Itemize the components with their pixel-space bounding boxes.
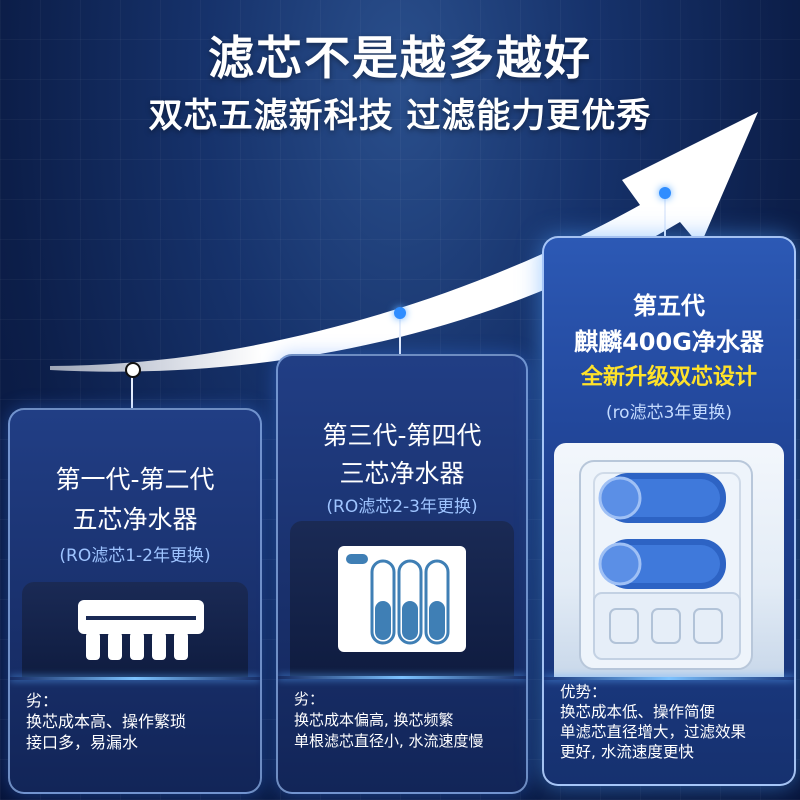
card1-title-line2: 五芯净水器 <box>72 505 198 534</box>
card2-desc-label: 劣： <box>294 690 325 708</box>
card2-desc-line1: 换芯成本偏高, 换芯频繁 <box>294 711 454 729</box>
card2-desc-line2: 单根滤芯直径小, 水流速度慢 <box>294 732 484 750</box>
card3-desc-line3: 更好, 水流速度更快 <box>560 743 694 761</box>
card1-title-line1: 第一代-第二代 <box>55 465 215 494</box>
five-filter-unit-icon <box>78 600 204 660</box>
card1-replace-note: (RO滤芯1-2年更换) <box>59 546 211 566</box>
connector-line-1 <box>131 372 133 427</box>
card1-desc-line2: 接口多，易漏水 <box>26 733 139 752</box>
card1-desc-line1: 换芯成本高、操作繁琐 <box>26 712 187 731</box>
card1-description: 劣： 换芯成本高、操作繁琐 接口多，易漏水 <box>26 690 248 753</box>
card2-divider <box>278 676 526 679</box>
card1-divider <box>10 677 260 680</box>
card1-icon-panel <box>22 582 248 677</box>
card2-icon-panel <box>290 521 514 676</box>
headline-subtitle: 双芯五滤新科技 过滤能力更优秀 <box>148 96 652 136</box>
card2-title-line2: 三芯净水器 <box>339 459 465 488</box>
card3-title-line2: 麒麟400G净水器 <box>574 328 764 356</box>
card2-description: 劣： 换芯成本偏高, 换芯频繁 单根滤芯直径小, 水流速度慢 <box>294 689 514 752</box>
connector-line-3 <box>664 198 666 253</box>
card2-replace-note: (RO滤芯2-3年更换) <box>326 497 478 517</box>
card3-desc-line1: 换芯成本低、操作简便 <box>560 703 716 721</box>
card1-desc-label: 劣： <box>26 691 59 710</box>
card-generation-3-4: 第三代-第四代 三芯净水器 (RO滤芯2-3年更换) 劣： 换芯成本偏高, 换芯… <box>276 354 528 794</box>
card-generation-5: 第五代 麒麟400G净水器 全新升级双芯设计 (ro滤芯3年更换) <box>542 236 796 786</box>
card2-title-line1: 第三代-第四代 <box>322 421 482 450</box>
three-filter-unit-icon <box>338 546 466 652</box>
card3-description: 优势： 换芯成本低、操作简便 单滤芯直径增大，过滤效果 更好, 水流速度更快 <box>560 682 782 762</box>
headline-title: 滤芯不是越多越好 <box>208 31 592 85</box>
marker-dot-2 <box>394 307 406 319</box>
card3-divider <box>544 677 794 680</box>
card-generation-1-2: 第一代-第二代 五芯净水器 (RO滤芯1-2年更换) 劣： 换芯成本高、操作繁琐… <box>8 408 262 794</box>
dual-filter-product-image <box>554 443 784 677</box>
card3-title-line1: 第五代 <box>633 292 705 320</box>
card3-replace-note: (ro滤芯3年更换) <box>605 403 733 423</box>
marker-dot-1 <box>125 362 141 378</box>
card3-desc-line2: 单滤芯直径增大，过滤效果 <box>560 723 747 741</box>
card3-highlight: 全新升级双芯设计 <box>580 365 757 390</box>
card3-desc-label: 优势： <box>560 683 607 701</box>
connector-line-2 <box>399 318 401 373</box>
marker-dot-3 <box>659 187 671 199</box>
